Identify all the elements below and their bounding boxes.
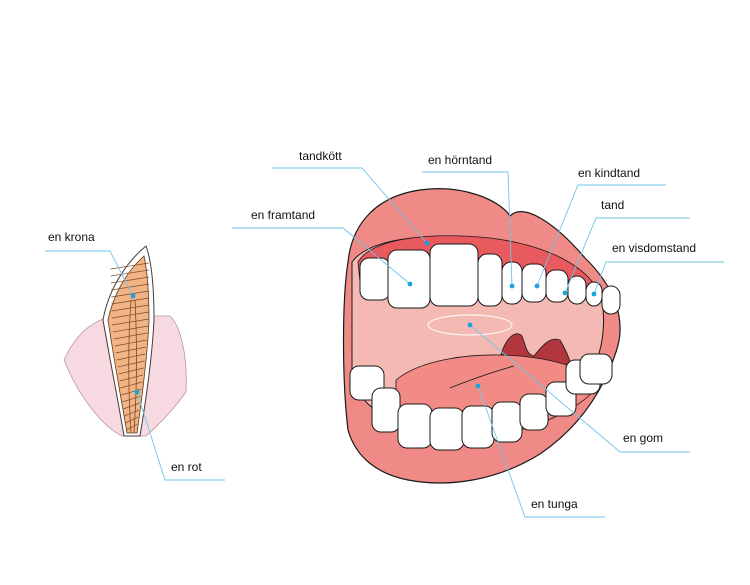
marker-tongue bbox=[475, 383, 481, 389]
marker-wisdom-tooth bbox=[591, 291, 597, 297]
marker-root bbox=[134, 389, 140, 395]
pulp-stripe bbox=[119, 374, 143, 382]
pulp-stripe bbox=[112, 325, 149, 333]
label-tooth: tand bbox=[601, 198, 625, 212]
lower-tooth bbox=[579, 353, 613, 385]
pulp-stripe bbox=[123, 402, 140, 410]
lower-tooth bbox=[429, 407, 465, 451]
marker-canine bbox=[509, 283, 515, 289]
pulp-stripe bbox=[111, 304, 150, 312]
label-crown: en krona bbox=[48, 230, 95, 244]
pulp-stripe bbox=[111, 290, 150, 298]
marker-palate bbox=[467, 322, 473, 328]
pulp-stripe bbox=[111, 318, 150, 326]
marker-tooth bbox=[562, 290, 568, 296]
leader-canine bbox=[422, 171, 513, 287]
label-palate: en gom bbox=[623, 431, 664, 445]
upper-tooth bbox=[477, 253, 503, 307]
pulp-stripe bbox=[125, 416, 139, 424]
upper-tooth bbox=[545, 269, 569, 303]
marker-front-tooth bbox=[407, 281, 413, 287]
lower-tooth bbox=[491, 401, 523, 443]
upper-tooth bbox=[387, 249, 431, 309]
pulp-stripe bbox=[114, 339, 147, 347]
tooth-cross-section bbox=[63, 245, 187, 437]
pulp-stripe bbox=[118, 367, 144, 375]
upper-tooth bbox=[521, 263, 547, 303]
label-tongue: en tunga bbox=[531, 497, 578, 511]
upper-tooth bbox=[601, 285, 621, 315]
marker-molar bbox=[534, 283, 540, 289]
point-markers bbox=[130, 240, 597, 395]
open-mouth bbox=[342, 188, 621, 484]
pulp-stripe bbox=[110, 269, 150, 277]
leader-tongue bbox=[477, 385, 605, 518]
pulp-stripe bbox=[116, 353, 146, 361]
lower-tooth bbox=[461, 405, 495, 449]
leader-front-tooth bbox=[232, 227, 411, 285]
leader-tooth bbox=[564, 217, 690, 294]
leader-wisdom-tooth bbox=[593, 261, 724, 295]
marker-crown bbox=[130, 293, 136, 299]
pulp-stripe bbox=[115, 346, 147, 354]
lower-tooth bbox=[397, 403, 433, 449]
upper-tooth bbox=[359, 257, 391, 301]
lower-teeth-row bbox=[349, 353, 613, 451]
pulp-stripes bbox=[110, 262, 150, 431]
label-gum-top: tandkött bbox=[299, 149, 342, 163]
leader-palate bbox=[469, 324, 690, 453]
label-canine: en hörntand bbox=[428, 153, 493, 167]
palate-highlight bbox=[427, 314, 513, 336]
pulp-stripe bbox=[117, 360, 145, 368]
pulp-stripe bbox=[110, 262, 150, 270]
leader-crown bbox=[45, 250, 134, 297]
pulp-stripe bbox=[124, 409, 140, 417]
leader-root bbox=[136, 391, 225, 481]
label-front-tooth: en framtand bbox=[251, 208, 316, 222]
pulp-stripe bbox=[113, 332, 148, 340]
marker-gum-top bbox=[424, 240, 430, 246]
pulp-stripe bbox=[120, 381, 143, 389]
pulp-stripe bbox=[110, 276, 150, 284]
label-root: en rot bbox=[171, 460, 202, 474]
upper-tooth bbox=[429, 243, 479, 307]
lower-tooth bbox=[519, 393, 549, 431]
label-wisdom-tooth: en visdomstand bbox=[612, 241, 697, 255]
tongue-midline bbox=[449, 365, 515, 389]
leader-gum-top bbox=[272, 167, 428, 244]
leader-lines bbox=[45, 167, 724, 518]
pulp-stripe bbox=[111, 311, 150, 319]
upper-teeth-row bbox=[359, 243, 621, 315]
leader-molar bbox=[536, 184, 666, 287]
lower-tooth bbox=[371, 387, 401, 433]
pulp-stripe bbox=[125, 423, 138, 431]
label-molar: en kindtand bbox=[578, 166, 641, 180]
pulp-stripe bbox=[111, 283, 150, 291]
pulp-stripe bbox=[111, 297, 150, 305]
pulp-stripe bbox=[122, 395, 141, 403]
